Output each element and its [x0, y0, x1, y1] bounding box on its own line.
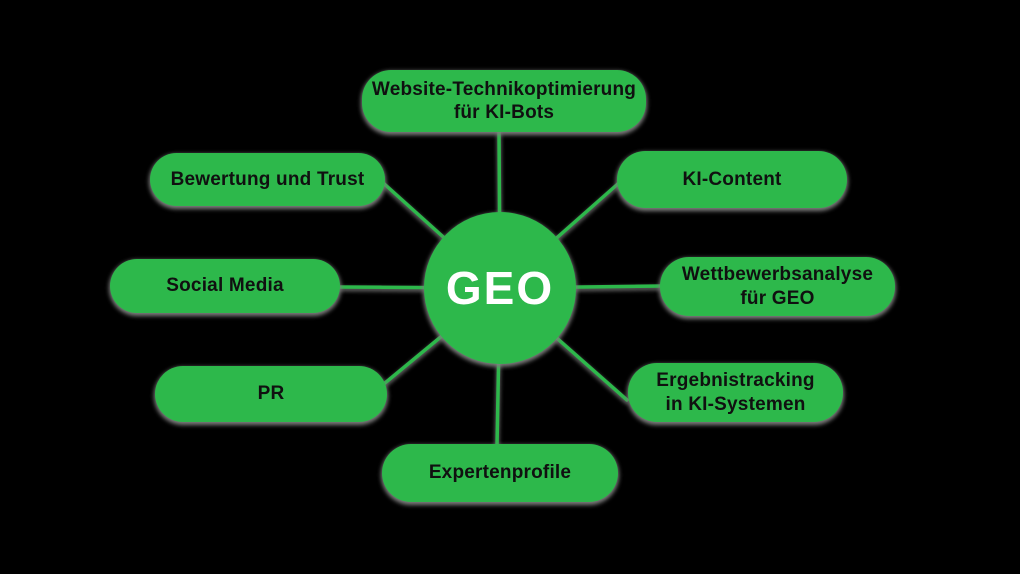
node-label-line: Website-Technikoptimierung	[371, 78, 637, 100]
node-label-line: für GEO	[740, 287, 815, 309]
node-label-line: Social Media	[166, 275, 284, 297]
node-label-line: KI-Content	[682, 168, 782, 190]
node-bewertung-und-trust: Bewertung und Trust	[150, 153, 385, 206]
center-node-geo: GEO	[424, 212, 576, 364]
node-label-line: für KI-Bots	[453, 102, 555, 123]
node-label-line: Wettbewerbsanalyse	[681, 264, 874, 286]
node-label-line: Expertenprofile	[428, 462, 572, 484]
node-expertenprofile: Expertenprofile	[382, 444, 618, 502]
node-social-media: Social Media	[110, 259, 340, 313]
node-ergebnistracking: Ergebnistracking in KI-Systemen	[628, 363, 843, 422]
node-wettbewerbsanalyse-fuer-geo: Wettbewerbsanalyse für GEO	[660, 257, 895, 316]
node-ki-content: KI-Content	[617, 151, 847, 208]
node-label-line: in KI-Systemen	[665, 393, 806, 415]
node-label-line: Ergebnistracking	[656, 370, 815, 392]
center-node-label: GEO	[445, 262, 555, 314]
node-label-line: PR	[257, 383, 285, 405]
node-website-technikoptimierung: Website-Technikoptimierung für KI-Bots	[362, 70, 646, 132]
node-pr: PR	[155, 366, 387, 422]
node-label-line: Bewertung und Trust	[170, 168, 365, 190]
